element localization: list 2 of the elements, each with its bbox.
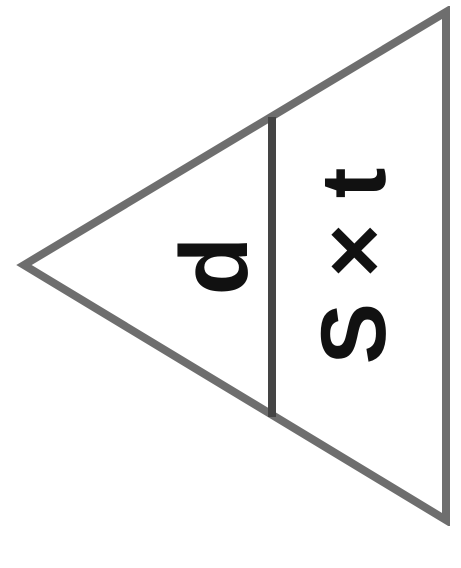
formula-denominator: S × t [308, 168, 400, 364]
formula-numerator: d [167, 236, 263, 296]
